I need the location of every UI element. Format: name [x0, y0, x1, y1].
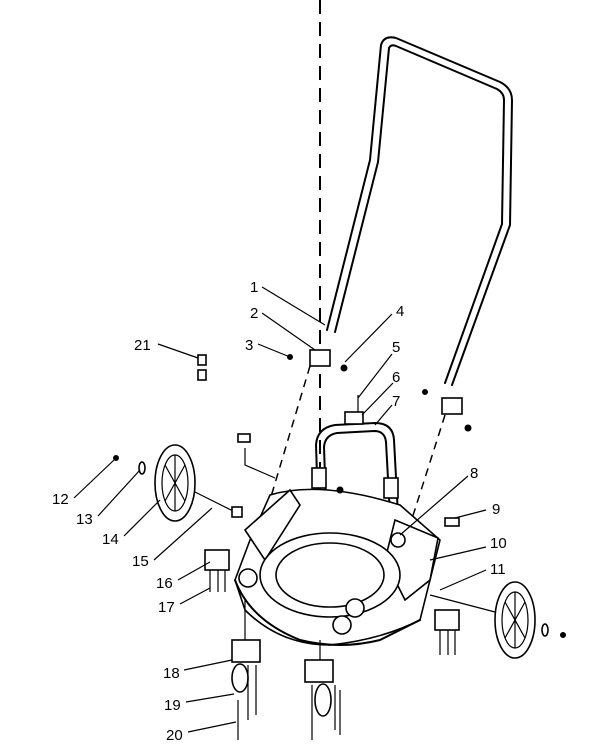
- handle-bracket-right: [441, 397, 463, 415]
- lower-handle: [311, 422, 399, 516]
- callout-3: 3: [245, 337, 253, 354]
- callout-1: 1: [250, 279, 258, 296]
- callout-10: 10: [490, 535, 507, 552]
- upper-handle: [326, 36, 513, 386]
- callout-5: 5: [392, 339, 400, 356]
- callout-15: 15: [132, 553, 149, 570]
- callout-14: 14: [102, 531, 119, 548]
- callout-7: 7: [392, 393, 400, 410]
- callout-21: 21: [134, 337, 151, 354]
- callout-11: 11: [490, 561, 506, 578]
- callout-16: 16: [156, 575, 173, 592]
- callout-9: 9: [492, 501, 500, 518]
- callout-4: 4: [396, 303, 404, 320]
- caster-left: [231, 600, 261, 740]
- callout-2: 2: [250, 305, 258, 322]
- callout-6: 6: [392, 369, 400, 386]
- part-21: [197, 354, 207, 381]
- callout-18: 18: [163, 665, 180, 682]
- callout-8: 8: [470, 465, 478, 482]
- left-wheel: [154, 444, 196, 522]
- callout-20: 20: [166, 727, 183, 744]
- height-adjuster-left: [204, 549, 230, 592]
- height-adjuster-right: [434, 609, 460, 655]
- callout-12: 12: [52, 491, 69, 508]
- callout-13: 13: [76, 511, 93, 528]
- caster-center: [304, 640, 341, 740]
- mower-deck: [234, 488, 441, 646]
- callout-19: 19: [164, 697, 181, 714]
- handle-bracket-left: [309, 349, 331, 367]
- right-wheel: [494, 581, 536, 659]
- callout-17: 17: [158, 599, 175, 616]
